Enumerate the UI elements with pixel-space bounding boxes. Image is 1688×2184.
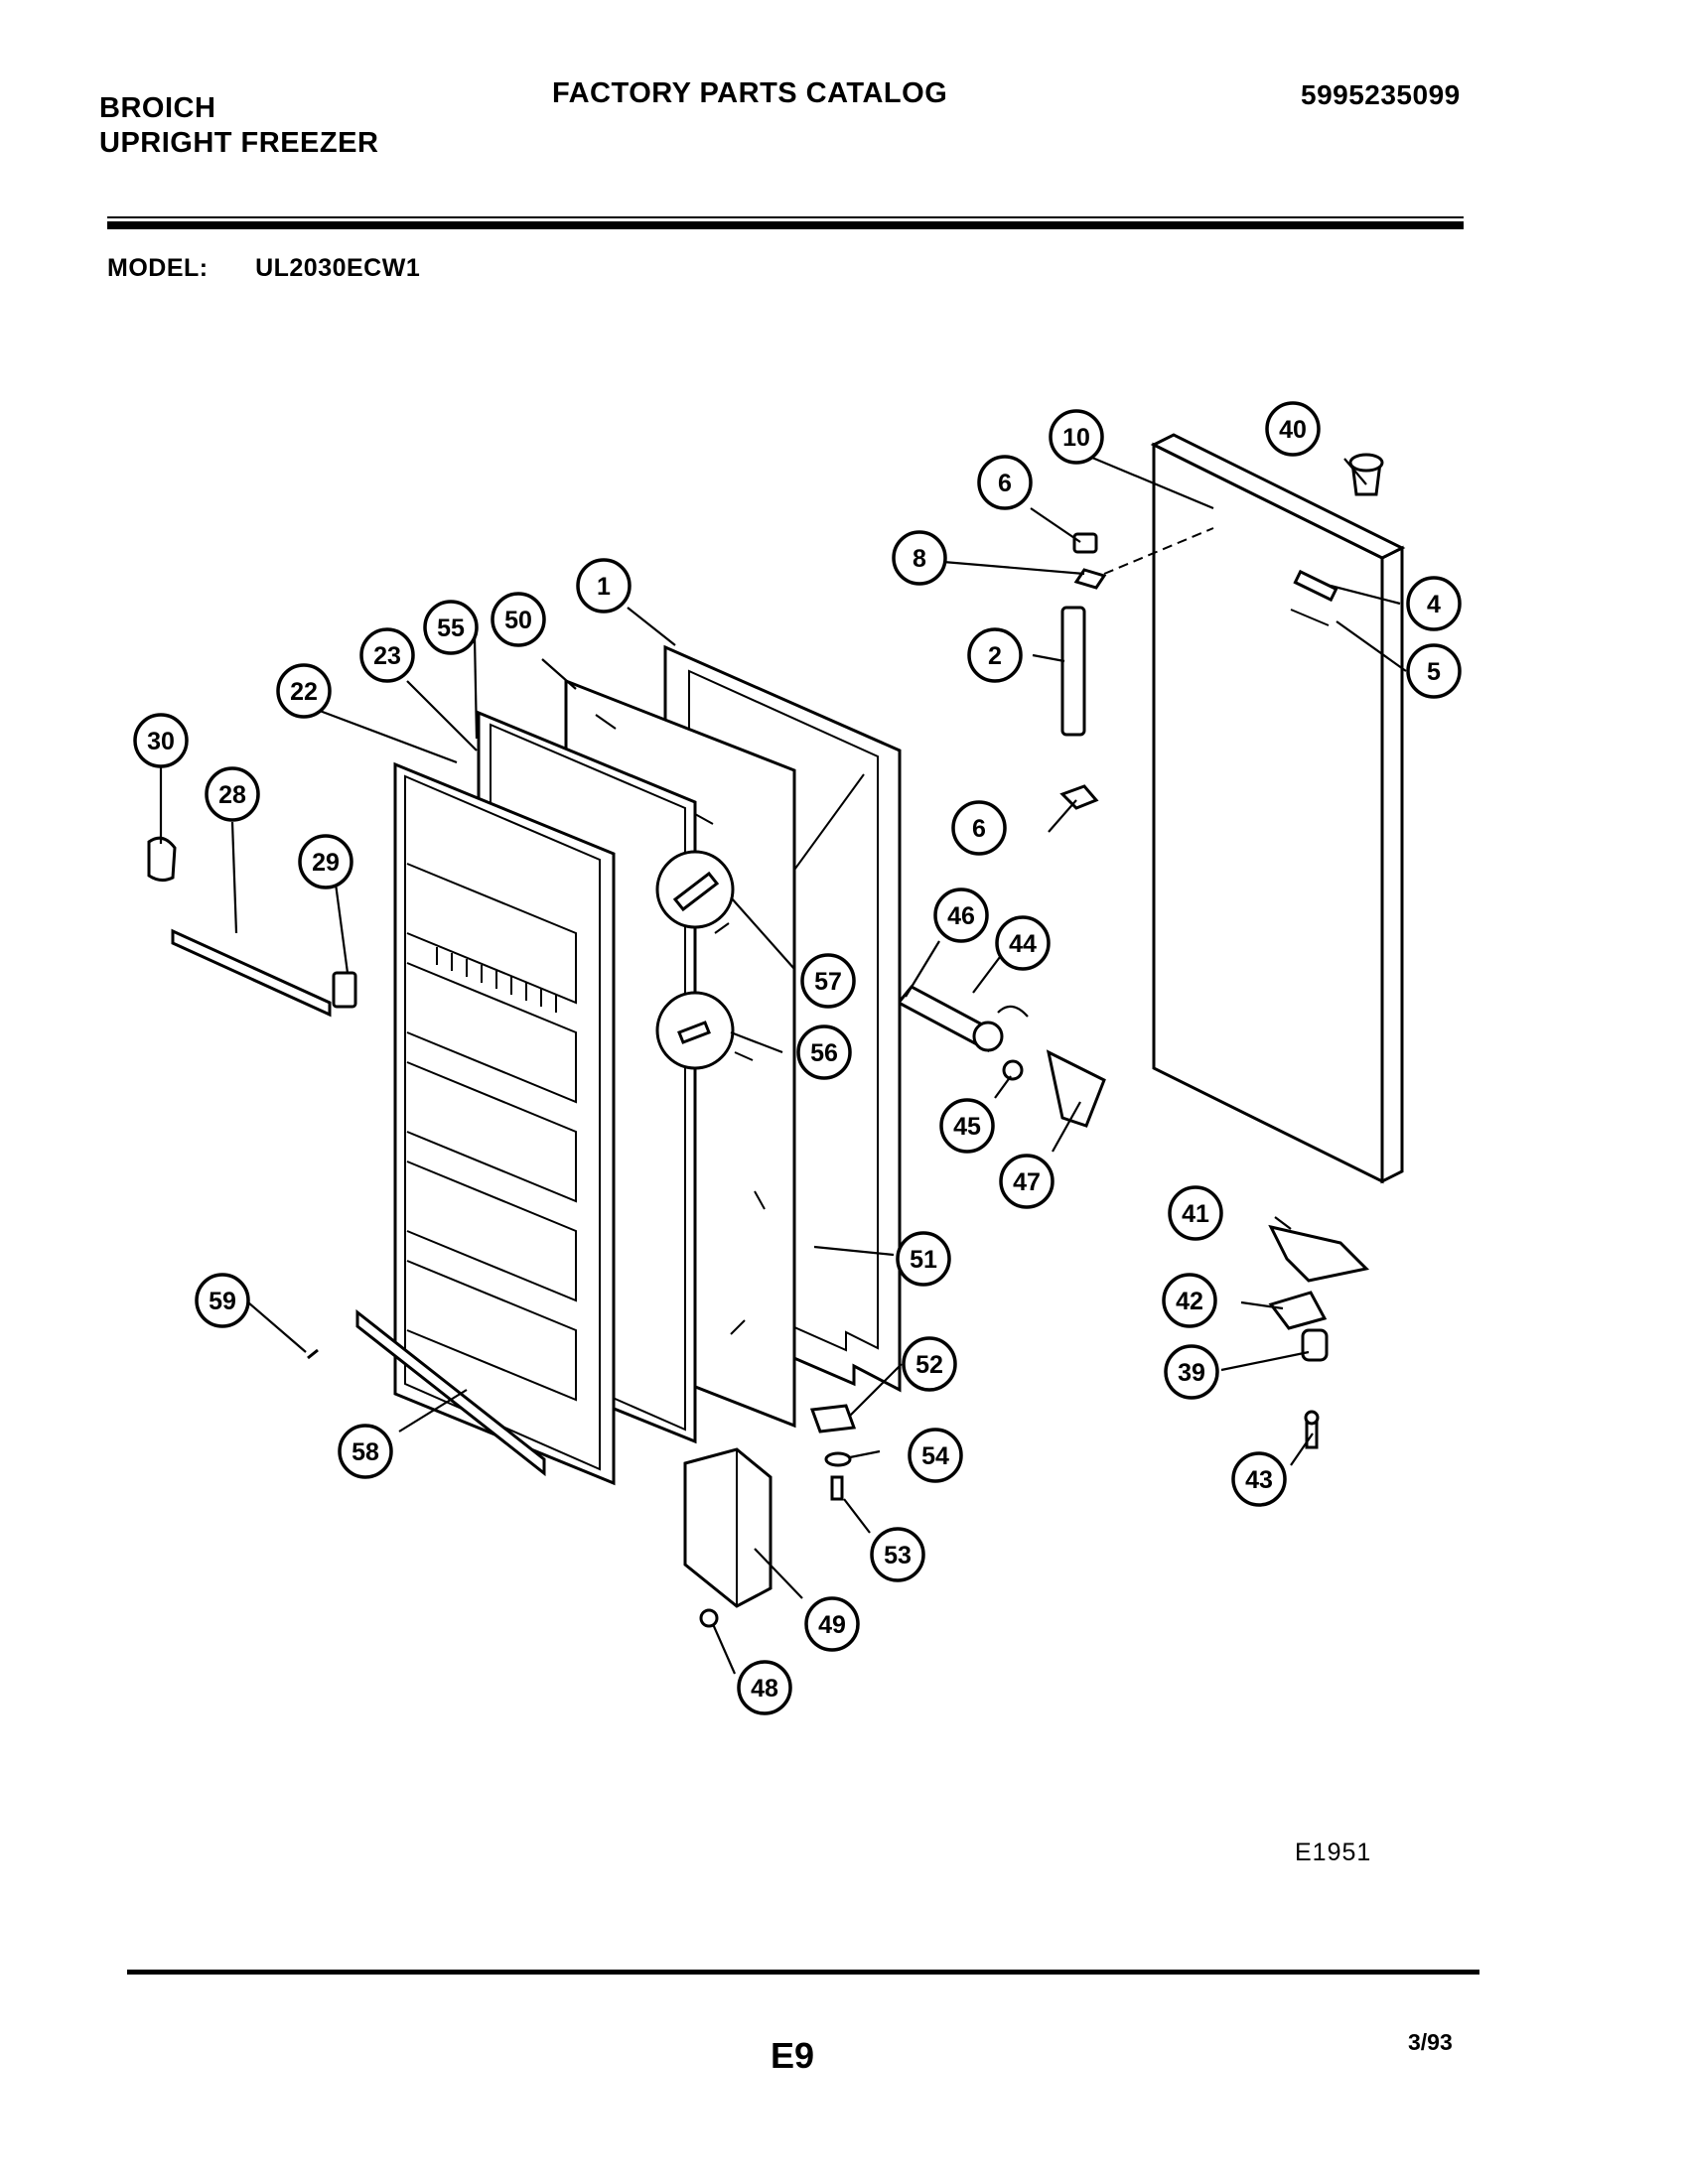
callout-6-upper: 6 xyxy=(977,455,1033,510)
brand-block: BROICH UPRIGHT FREEZER xyxy=(99,91,378,161)
header-rule-thick xyxy=(107,221,1464,229)
callout-55: 55 xyxy=(423,600,479,655)
svg-text:44: 44 xyxy=(1009,930,1037,958)
svg-text:45: 45 xyxy=(953,1113,981,1141)
svg-text:10: 10 xyxy=(1062,424,1090,452)
svg-text:56: 56 xyxy=(810,1039,838,1067)
brand-name: BROICH xyxy=(99,92,216,124)
catalog-title: FACTORY PARTS CATALOG xyxy=(552,77,948,109)
svg-text:53: 53 xyxy=(884,1542,912,1570)
svg-text:8: 8 xyxy=(913,545,926,573)
callout-6-lower: 6 xyxy=(951,800,1007,856)
catalog-number: 5995235099 xyxy=(1301,79,1461,110)
callout-52: 52 xyxy=(902,1336,957,1392)
callout-29: 29 xyxy=(298,834,353,889)
model-label: MODEL: xyxy=(107,254,209,282)
svg-text:58: 58 xyxy=(352,1438,379,1466)
callout-39: 39 xyxy=(1164,1344,1219,1400)
svg-text:29: 29 xyxy=(312,849,340,877)
callout-28: 28 xyxy=(205,766,260,822)
svg-text:30: 30 xyxy=(147,728,175,755)
svg-text:48: 48 xyxy=(751,1675,778,1703)
svg-text:59: 59 xyxy=(209,1288,236,1315)
callout-30: 30 xyxy=(133,713,189,768)
svg-text:51: 51 xyxy=(910,1246,937,1274)
upper-hinge-parts xyxy=(1059,453,1384,810)
callout-48: 48 xyxy=(737,1660,792,1715)
callout-8: 8 xyxy=(892,530,947,586)
callout-40: 40 xyxy=(1265,401,1321,457)
callout-57: 57 xyxy=(800,953,856,1009)
callout-23: 23 xyxy=(359,627,415,683)
svg-text:46: 46 xyxy=(947,902,975,930)
svg-text:47: 47 xyxy=(1013,1168,1041,1196)
lower-trim-parts xyxy=(147,836,546,1477)
svg-text:1: 1 xyxy=(597,573,611,601)
callout-45: 45 xyxy=(939,1098,995,1154)
page-number: E9 xyxy=(771,2035,815,2076)
callout-50: 50 xyxy=(491,592,546,647)
svg-text:52: 52 xyxy=(915,1351,943,1379)
callout-43: 43 xyxy=(1231,1451,1287,1507)
callout-49: 49 xyxy=(804,1596,860,1652)
screw-detail-bubbles xyxy=(655,850,735,1070)
svg-text:6: 6 xyxy=(998,470,1012,497)
svg-text:50: 50 xyxy=(504,607,532,634)
inner-door-liner xyxy=(393,761,616,1486)
leader-lines xyxy=(159,451,1407,1675)
callout-54: 54 xyxy=(908,1428,963,1483)
callout-1: 1 xyxy=(576,558,632,614)
svg-text:6: 6 xyxy=(972,815,986,843)
callout-41: 41 xyxy=(1168,1185,1223,1241)
callout-22: 22 xyxy=(276,663,332,719)
svg-text:43: 43 xyxy=(1245,1466,1273,1494)
callout-59: 59 xyxy=(195,1273,250,1328)
svg-text:28: 28 xyxy=(218,781,246,809)
diagram-code: E1951 xyxy=(1295,1839,1372,1866)
callout-56: 56 xyxy=(796,1024,852,1080)
svg-text:4: 4 xyxy=(1427,591,1441,618)
footer-rule xyxy=(127,1970,1479,1975)
revision-date: 3/93 xyxy=(1408,2029,1453,2055)
callout-46: 46 xyxy=(933,887,989,943)
callout-53: 53 xyxy=(870,1527,925,1582)
svg-text:41: 41 xyxy=(1182,1200,1209,1228)
callout-44: 44 xyxy=(995,915,1051,971)
callout-42: 42 xyxy=(1162,1273,1217,1328)
callout-58: 58 xyxy=(338,1424,393,1479)
svg-text:5: 5 xyxy=(1427,658,1441,686)
lower-hinge-parts xyxy=(1268,1224,1370,1449)
callout-10: 10 xyxy=(1049,409,1104,465)
header-rule-thin xyxy=(107,216,1464,218)
model-number: UL2030ECW1 xyxy=(255,254,421,282)
callout-4: 4 xyxy=(1406,576,1462,631)
product-type: UPRIGHT FREEZER xyxy=(99,127,379,159)
callout-2: 2 xyxy=(967,627,1023,683)
svg-text:23: 23 xyxy=(373,642,401,670)
svg-text:2: 2 xyxy=(988,642,1002,670)
svg-text:22: 22 xyxy=(290,678,318,706)
callout-5: 5 xyxy=(1406,643,1462,699)
outer-door-panel xyxy=(1150,433,1406,1184)
model-line: MODEL: UL2030ECW1 xyxy=(107,254,420,283)
handle-assembly xyxy=(896,985,1106,1128)
svg-text:40: 40 xyxy=(1279,416,1307,444)
svg-text:39: 39 xyxy=(1178,1359,1205,1387)
callout-47: 47 xyxy=(999,1154,1055,1209)
svg-text:42: 42 xyxy=(1176,1288,1203,1315)
callout-51: 51 xyxy=(896,1231,951,1287)
svg-text:54: 54 xyxy=(921,1442,949,1470)
bottom-cover-parts xyxy=(683,1404,857,1628)
svg-text:57: 57 xyxy=(814,968,842,996)
svg-text:49: 49 xyxy=(818,1611,846,1639)
svg-text:55: 55 xyxy=(437,614,465,642)
